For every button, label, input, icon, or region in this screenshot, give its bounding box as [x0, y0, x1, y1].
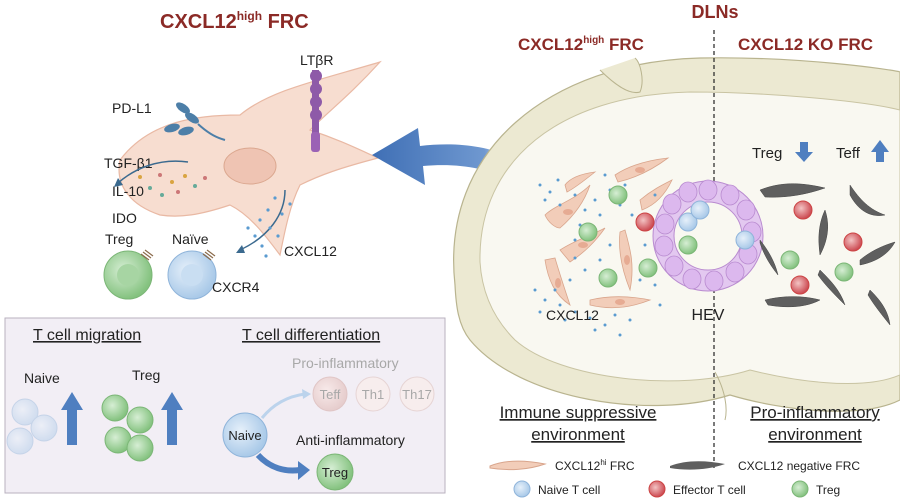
- env-right-line2: environment: [768, 425, 862, 444]
- legend-effector-icon: [648, 480, 666, 498]
- left-panel: CXCL12high FRC LTβR PD-L1 TGF-β1 IL-10 I…: [103, 9, 382, 300]
- bottom-left-box: T cell migration Naive Treg T cell diffe…: [4, 317, 446, 494]
- diff-naive-cell: [222, 412, 268, 458]
- capsule-notch: [599, 57, 643, 94]
- legend-effector-label: Effector T cell: [673, 483, 746, 497]
- transfer-arrow: [372, 128, 545, 200]
- ln-left-cells: [578, 185, 710, 288]
- legend-frc-neg-icon: [670, 461, 725, 470]
- ltbr-label: LTβR: [300, 52, 333, 68]
- pro-inflammatory-label: Pro-inflammatory: [292, 355, 399, 371]
- migration-naive-label: Naive: [24, 370, 60, 386]
- migration-treg-cells: [101, 394, 154, 462]
- diff-treg-label: Treg: [322, 465, 348, 480]
- th1-cell-label: Th1: [362, 387, 384, 402]
- legend-naive-icon: [513, 480, 531, 498]
- cxcl12-region-label: CXCL12: [546, 307, 599, 323]
- cxcr4-label: CXCR4: [212, 279, 260, 295]
- tgfb1-label: TGF-β1: [104, 155, 153, 171]
- anti-arrow: [255, 452, 301, 474]
- migration-treg-label: Treg: [132, 367, 160, 383]
- left-subtitle: CXCL12high FRC: [518, 35, 644, 54]
- ido-label: IDO: [112, 210, 137, 226]
- treg-receptor-icon: [140, 249, 154, 261]
- frc-hi-nuclei: [555, 167, 645, 305]
- pro-arrow: [260, 392, 306, 419]
- legend-naive-label: Naive T cell: [538, 483, 600, 497]
- differentiation-title: T cell differentiation: [242, 327, 380, 344]
- treg-label: Treg: [105, 231, 133, 247]
- ko-treg-label: Treg: [752, 145, 782, 162]
- ln-right-cells: [780, 200, 863, 295]
- legend-frc-hi-icon: [489, 460, 547, 471]
- frc-negative-cells: [759, 183, 896, 326]
- migration-title: T cell migration: [33, 327, 141, 344]
- teff-up-arrow: [871, 140, 889, 162]
- anti-inflammatory-label: Anti-inflammatory: [296, 432, 405, 448]
- legend-treg-icon: [791, 480, 809, 498]
- hev-vessel: [652, 179, 764, 292]
- treg-up-arrow: [161, 392, 183, 445]
- th17-cell-label: Th17: [402, 387, 432, 402]
- th17-cell: [399, 376, 435, 412]
- frc-nucleus: [223, 147, 277, 185]
- legend-frc-neg-label: CXCL12 negative FRC: [738, 459, 860, 473]
- right-panel: DLNs CXCL12high FRC CXCL12 KO FRC: [453, 2, 900, 470]
- cxcl12-label: CXCL12: [284, 243, 337, 259]
- il10-label: IL-10: [112, 183, 144, 199]
- legend-treg-label: Treg: [816, 483, 840, 497]
- secretion-arrow: [117, 160, 189, 184]
- naive-up-arrow: [61, 392, 83, 445]
- ko-teff-label: Teff: [836, 145, 861, 162]
- env-left-line1: Immune suppressive: [500, 403, 657, 422]
- env-right-line1: Pro-inflammatory: [750, 403, 880, 422]
- dlns-title: DLNs: [691, 2, 738, 22]
- ltbr-receptor: [310, 70, 322, 152]
- cxcr4-receptor-icon: [202, 249, 216, 261]
- hev-label: HEV: [692, 307, 725, 324]
- legend: CXCL12hi FRC CXCL12 negative FRC Naive T…: [489, 458, 860, 498]
- left-panel-title: CXCL12high FRC: [160, 9, 309, 33]
- th1-cell: [355, 376, 391, 412]
- diff-treg-cell: [316, 453, 354, 491]
- teff-cell: [312, 376, 348, 412]
- cxcl12-dots-left: [246, 196, 292, 258]
- treg-down-arrow: [795, 142, 813, 162]
- env-left-line2: environment: [531, 425, 625, 444]
- pdl1-label: PD-L1: [112, 100, 152, 116]
- cytokine-dots: [138, 173, 207, 197]
- pdl1-molecule: [164, 102, 226, 141]
- diff-naive-label: Naive: [228, 428, 261, 443]
- migration-naive-cells: [6, 398, 58, 455]
- legend-frc-hi-label: CXCL12hi FRC: [555, 458, 635, 473]
- teff-cell-label: Teff: [320, 387, 341, 402]
- naive-label: Naïve: [172, 231, 209, 247]
- cxcl12-arrow: [239, 189, 286, 251]
- right-subtitle: CXCL12 KO FRC: [738, 35, 873, 54]
